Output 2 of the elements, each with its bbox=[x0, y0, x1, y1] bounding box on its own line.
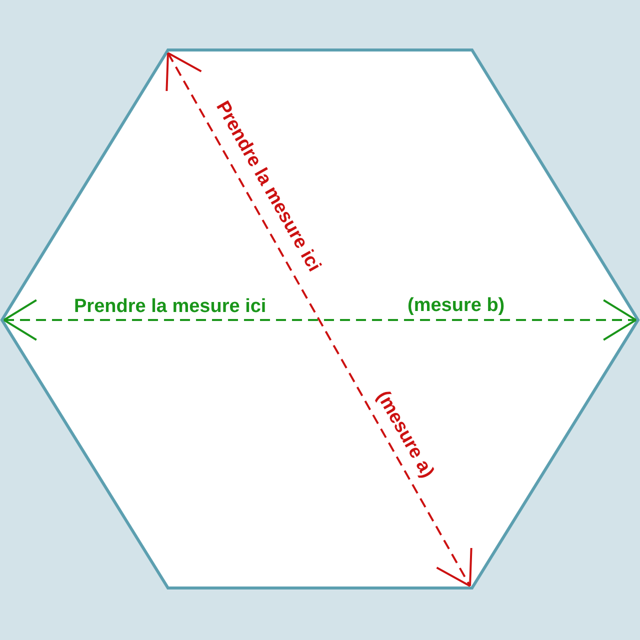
measurement-label: Prendre la mesure ici bbox=[74, 296, 266, 316]
measurement-label: (mesure b) bbox=[408, 296, 505, 314]
